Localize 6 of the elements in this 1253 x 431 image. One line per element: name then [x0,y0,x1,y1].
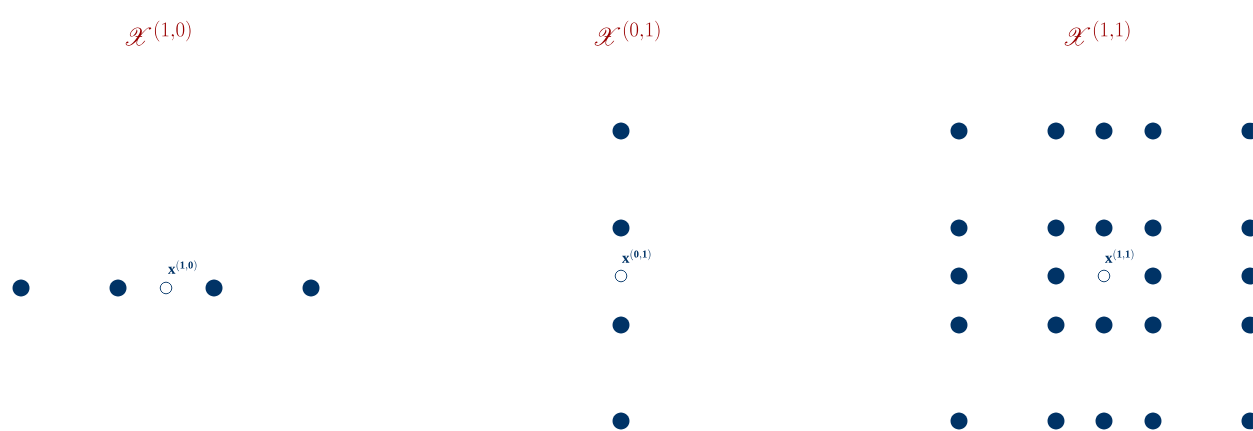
panel-title: $\mathscr{X}^{(1,1)}$ [1064,20,1130,46]
point-label: $\mathbf{x}^{\mathbf{(0,1)}}$ [622,249,651,263]
panel-title: $\mathscr{X}^{(1,0)}$ [125,20,191,46]
point-label: $\mathbf{x}^{\mathbf{(1,1)}}$ [1105,249,1134,263]
point-label: $\mathbf{x}^{\mathbf{(1,0)}}$ [168,260,197,274]
panel-title: $\mathscr{X}^{(0,1)}$ [594,20,660,46]
